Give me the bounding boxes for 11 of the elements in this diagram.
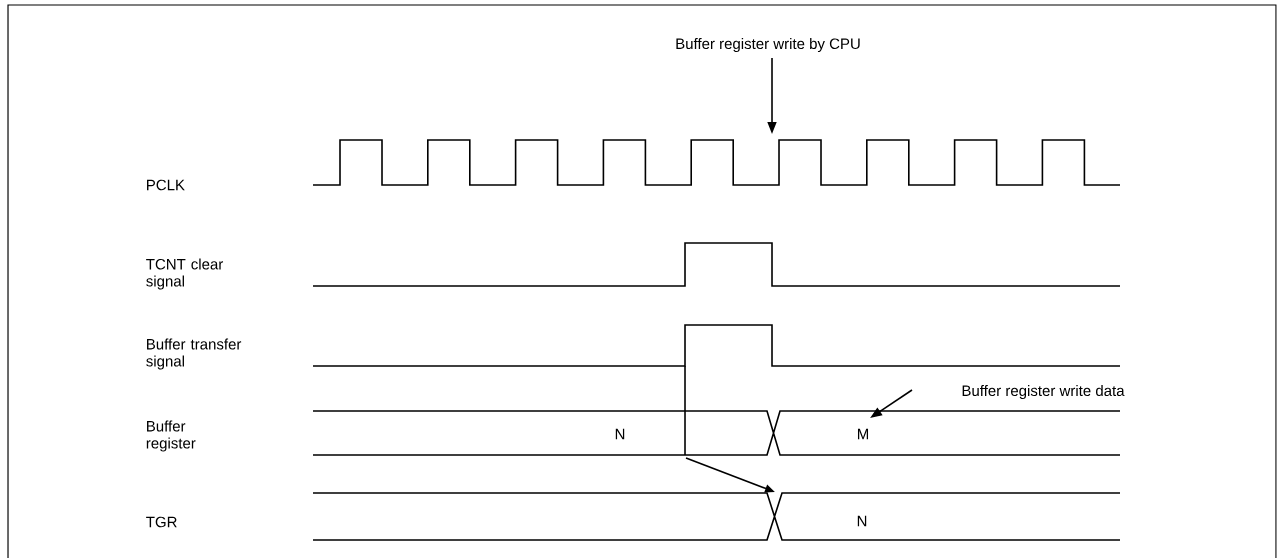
- signal-label: Buffer register: [146, 420, 196, 452]
- signal-label: Buffer transfer signal: [146, 338, 242, 370]
- annotation-text: Buffer register write by CPU: [676, 38, 860, 52]
- bus-value: N: [857, 515, 867, 527]
- bus-value: N: [615, 428, 625, 440]
- signal-label: TGR: [146, 516, 177, 528]
- annotation-text: Buffer register write data: [962, 385, 1125, 399]
- clock-waveform: [312, 139, 1121, 186]
- signal-label: PCLK: [147, 179, 185, 191]
- bus-value: M: [858, 428, 868, 440]
- signal-label: TCNT clear signal: [146, 258, 224, 290]
